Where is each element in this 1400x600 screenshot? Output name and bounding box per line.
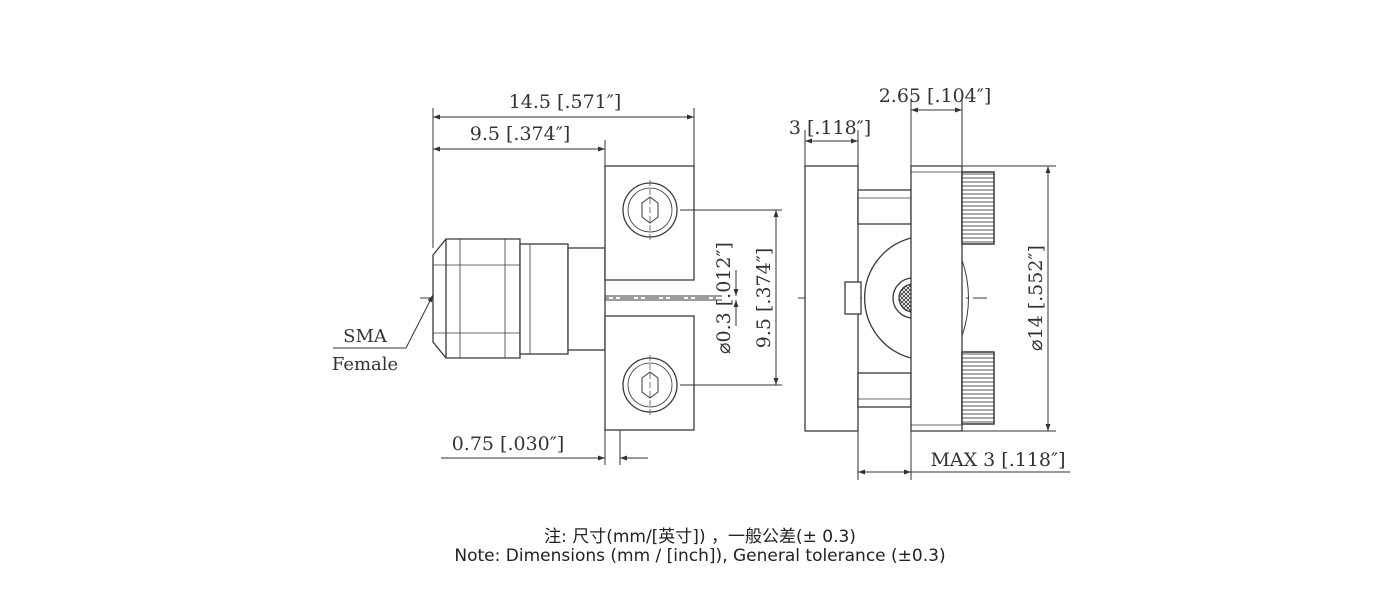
dimension-labels: 14.5 [.571″] 9.5 [.374″] 0.75 [.030″] ⌀0… — [332, 85, 1066, 471]
front-view — [798, 155, 995, 440]
dim-top-3: 3 [.118″] — [789, 117, 871, 139]
flange-bottom — [604, 315, 695, 431]
flange-top — [604, 165, 695, 281]
knurled-screw-bottom — [961, 351, 995, 425]
note-english: Note: Dimensions (mm / [inch]), General … — [454, 546, 946, 566]
connector-body — [519, 243, 606, 355]
sma-label: SMA — [343, 326, 388, 347]
dim-max-3: MAX 3 [.118″] — [930, 449, 1065, 471]
nut-body — [910, 165, 963, 432]
dim-body-length: 9.5 [.374″] — [470, 123, 570, 145]
dim-top-2-65: 2.65 [.104″] — [879, 85, 992, 107]
side-view — [420, 165, 722, 431]
dim-diameter-14: ⌀14 [.552″] — [1025, 245, 1047, 351]
connector-nut — [432, 238, 521, 359]
dim-hole-spacing: 9.5 [.374″] — [753, 248, 775, 348]
technical-drawing: 14.5 [.571″] 9.5 [.374″] 0.75 [.030″] ⌀0… — [332, 85, 1070, 480]
female-label: Female — [332, 354, 398, 375]
dim-flange-thickness: 0.75 [.030″] — [452, 433, 565, 455]
dimension-lines — [333, 100, 1070, 480]
sma-leader-line — [405, 294, 434, 349]
dim-pin-diameter: ⌀0.3 [.012″] — [713, 242, 735, 354]
note-chinese: 注: 尺寸(mm/[英寸]) ，一般公差(± 0.3) — [544, 527, 856, 547]
knurled-screw-top — [961, 171, 995, 245]
dim-overall-length: 14.5 [.571″] — [509, 91, 622, 113]
